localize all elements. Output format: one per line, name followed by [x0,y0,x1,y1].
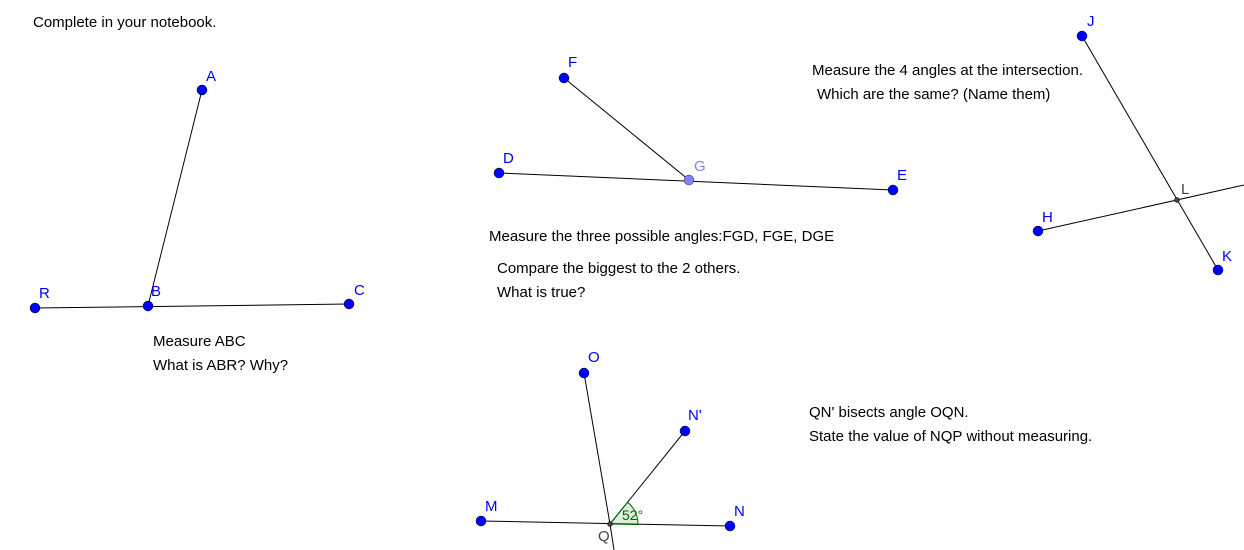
segment-qo [583,372,611,525]
point-r[interactable] [29,302,41,314]
point-h[interactable] [1032,225,1044,237]
point-a[interactable] [196,84,208,96]
fgd-prompt-line3: What is true? [497,284,586,301]
figure-oqn: O N' M N Q 52° [475,349,745,550]
figure-abc: A B C R [29,68,365,314]
label-j: J [1087,13,1095,30]
segment-gf [563,77,690,181]
oqn-prompt-line1: QN' bisects angle OQN. [809,404,969,421]
label-e: E [897,167,907,184]
point-n[interactable] [724,520,736,532]
figure-fgd: F D G E [493,54,907,196]
label-c: C [354,282,365,299]
point-f[interactable] [558,72,570,84]
point-k[interactable] [1212,264,1224,276]
label-h: H [1042,209,1053,226]
label-a: A [206,68,216,85]
label-f: F [568,54,577,71]
label-r: R [39,285,50,302]
point-q[interactable] [607,521,613,527]
segment-mn [480,520,731,527]
abc-prompt-line1: Measure ABC [153,333,246,350]
point-n-prime[interactable] [679,425,691,437]
jl-prompt-line1: Measure the 4 angles at the intersection… [812,62,1083,79]
point-d[interactable] [493,167,505,179]
label-m: M [485,498,498,515]
instruction-text: Complete in your notebook. [33,14,217,31]
segment-hl [1037,184,1244,232]
label-g: G [694,158,706,175]
label-n-prime: N' [688,407,702,424]
point-g[interactable] [683,174,695,186]
point-o[interactable] [578,367,590,379]
segment-ba [147,89,203,307]
fgd-prompt-line1: Measure the three possible angles:FGD, F… [489,228,835,245]
figure-jlhk: J H L K [1032,13,1244,276]
label-l: L [1181,181,1189,198]
point-e[interactable] [887,184,899,196]
oqn-prompt-line2: State the value of NQP without measuring… [809,428,1093,445]
point-c[interactable] [343,298,355,310]
point-j[interactable] [1076,30,1088,42]
point-m[interactable] [475,515,487,527]
point-l[interactable] [1174,197,1180,203]
abc-prompt-line2: What is ABR? Why? [153,357,289,374]
segment-q-extension [609,523,615,550]
jl-prompt-line2: Which are the same? (Name them) [817,86,1051,103]
fgd-prompt-line2: Compare the biggest to the 2 others. [497,260,741,277]
segment-de [498,172,894,191]
label-o: O [588,349,600,366]
label-b: B [151,283,161,300]
angle-value-label: 52° [622,507,643,523]
segment-jk [1081,35,1219,271]
angle-marker [608,501,639,526]
label-k: K [1222,248,1232,265]
segment-rc [34,303,350,309]
point-b[interactable] [142,300,154,312]
label-d: D [503,150,514,167]
label-n: N [734,503,745,520]
label-q: Q [598,528,610,545]
